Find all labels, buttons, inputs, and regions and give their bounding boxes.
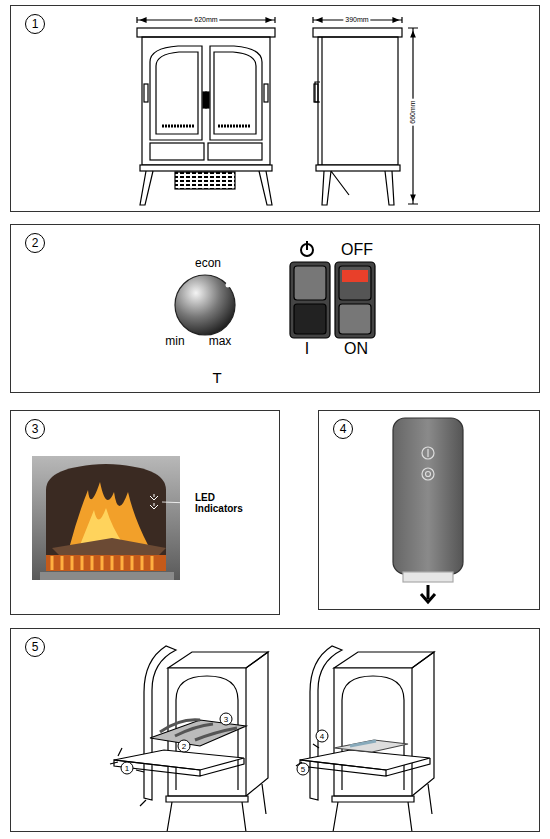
figure-panel: 4 [318, 410, 540, 610]
callout-number: 1 [121, 762, 134, 775]
dimension: 620mm [192, 16, 219, 24]
knob-setting: max [209, 335, 232, 348]
led-label: LED Indicators [195, 492, 257, 514]
control-label: T [212, 370, 221, 387]
callout-number: 5 [297, 763, 310, 776]
dimension: 660mm [409, 98, 417, 125]
callout-number: 2 [178, 740, 191, 753]
panel-number: 5 [25, 637, 45, 657]
panel-number: 2 [25, 233, 45, 253]
panel-number: 4 [333, 419, 353, 439]
figure-panel: 1 [10, 5, 540, 212]
knob-setting: min [165, 335, 184, 348]
figure-panel: 2 [10, 224, 540, 393]
callout-number: 4 [316, 730, 329, 743]
figure-panel: 5 [10, 628, 540, 832]
switch-label: OFF [341, 241, 373, 259]
knob-setting: econ [195, 257, 221, 270]
switch-label: ON [344, 340, 368, 358]
dimension: 390mm [343, 16, 370, 24]
panel-number: 3 [25, 419, 45, 439]
callout-number: 3 [220, 713, 233, 726]
switch-label: I [305, 340, 309, 358]
panel-number: 1 [25, 14, 45, 34]
